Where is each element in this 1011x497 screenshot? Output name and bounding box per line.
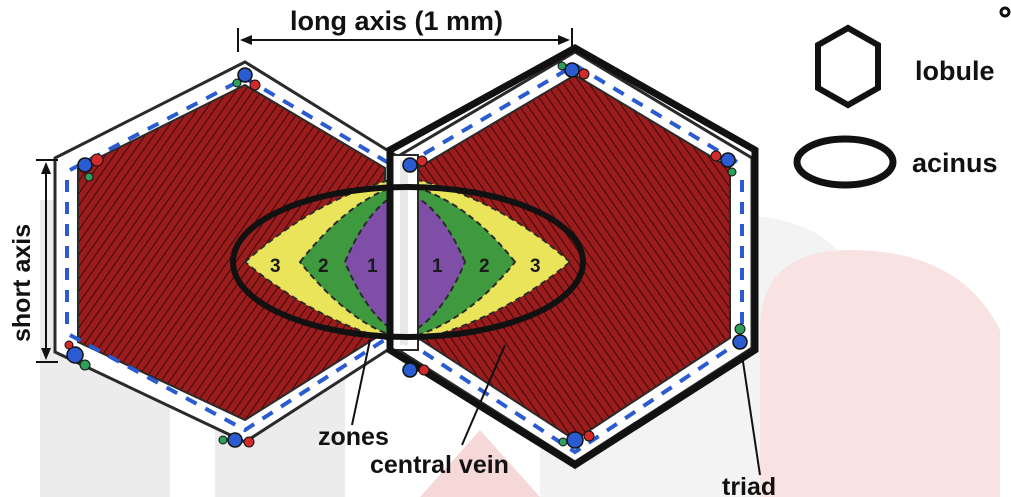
- central-vein-label: central vein: [370, 451, 509, 479]
- long-axis-label: long axis (1 mm): [290, 6, 503, 36]
- long-axis-indicator: long axis (1 mm): [238, 4, 572, 52]
- zone-number-right-3: 3: [530, 256, 541, 277]
- legend-lobule-label: lobule: [915, 56, 995, 86]
- zone-number-left-1: 1: [367, 256, 378, 277]
- triad-right-lower: [733, 324, 747, 349]
- legend: lobule acinus: [797, 28, 998, 185]
- zone-number-left-3: 3: [270, 256, 281, 277]
- legend-acinus-label: acinus: [912, 148, 998, 178]
- short-axis-label: short axis: [8, 224, 36, 342]
- zone-number-left-2: 2: [318, 256, 329, 277]
- triad-label: triad: [722, 473, 776, 497]
- zone-number-right-1: 1: [432, 256, 443, 277]
- edge-mark: [1001, 8, 1009, 16]
- legend-lobule-hexagon-icon: [818, 28, 878, 105]
- zones-label: zones: [318, 423, 389, 451]
- legend-acinus-ellipse-icon: [797, 139, 893, 185]
- triad-bottom-middle: [403, 363, 429, 377]
- zone-number-right-2: 2: [479, 256, 490, 277]
